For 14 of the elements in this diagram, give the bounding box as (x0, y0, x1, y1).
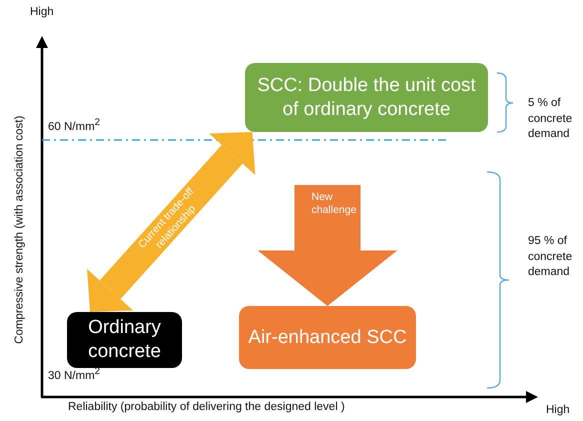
axis-end-label: High (30, 5, 54, 20)
share-label: 5 % of concrete demand (528, 96, 574, 142)
concept-box: SCC: Double the unit cost of ordinary concrete (245, 63, 488, 132)
threshold-label: 30 N/mm$^{2}$ (48, 366, 100, 384)
axis-end-label: High (546, 403, 570, 418)
block-arrow (87, 132, 256, 312)
edge-label: New challenge (312, 191, 358, 216)
block-arrow (258, 185, 398, 306)
axis-title: Reliability (probability of delivering the designed level ) (68, 400, 345, 415)
axis-title: Compressive strength (with association cost) (12, 116, 26, 344)
concept-box: Air-enhanced SCC (239, 306, 416, 369)
threshold-label: 60 N/mm$^{2}$ (48, 117, 100, 135)
share-label: 95 % of concrete demand (528, 234, 574, 280)
concept-box: Ordinary concrete (67, 312, 182, 368)
